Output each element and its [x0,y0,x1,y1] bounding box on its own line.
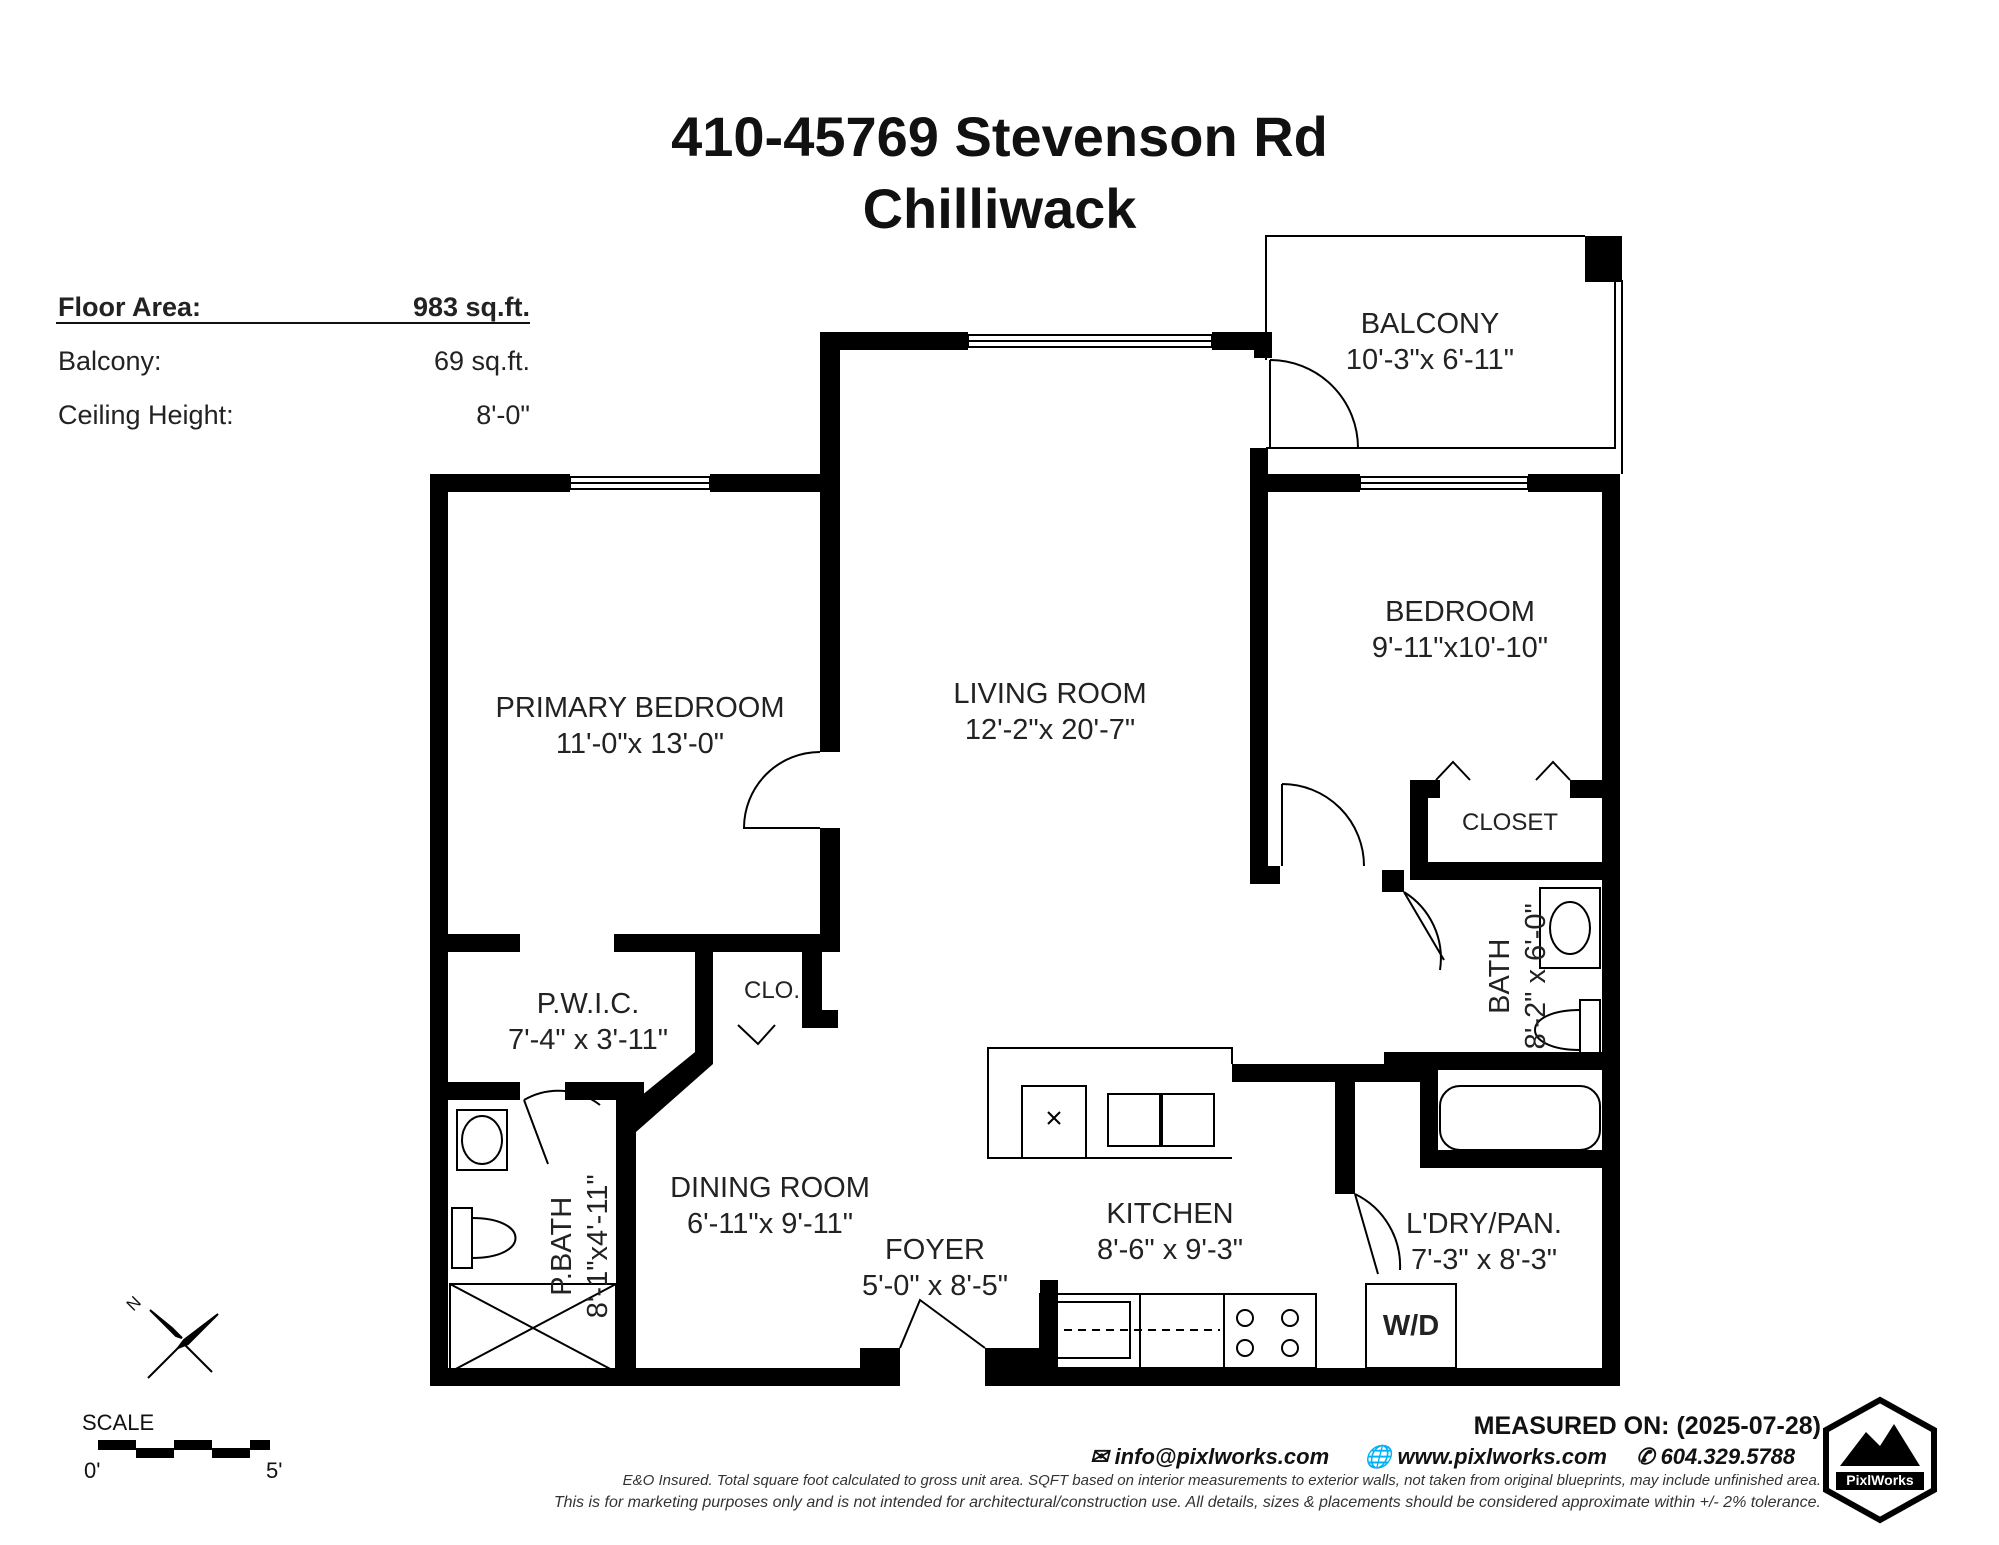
room-dining-name: DINING ROOM [670,1172,870,1204]
room-pbath-dims: 8'-1"x4'-11" [582,1174,614,1319]
room-laundry: L'DRY/PAN. 7'-3" x 8'-3" [1384,1206,1584,1279]
room-primary-bedroom-dims: 11'-0"x 13'-0" [555,728,725,761]
address-title: 410-45769 Stevenson Rd [671,105,1328,168]
phone-icon: ✆ [1636,1444,1655,1469]
room-laundry-dims: 7'-3" x 8'-3" [1410,1244,1558,1277]
balcony-column [1585,236,1622,282]
room-dining: DINING ROOM 6'-11"x 9'-11" [650,1170,890,1243]
pixlworks-logo [1823,1396,1937,1524]
scale-label: SCALE [82,1410,155,1435]
washer-dryer-label: W/D [1382,1310,1440,1342]
windows [569,334,1529,490]
balcony-outline [1265,235,1623,474]
website-text: www.pixlworks.com [1397,1444,1607,1469]
scale-end: 5' [266,1458,283,1483]
room-living: LIVING ROOM 12'-2"x 20'-7" [910,676,1190,749]
room-balcony-dims: 10'-3"x 6'-11" [1345,344,1515,377]
room-foyer-name: FOYER [885,1234,985,1266]
room-bedroom: BEDROOM 9'-11"x10'-10" [1340,594,1580,667]
balcony-area-value: 69 sq.ft. [433,346,530,376]
email-icon: ✉ [1090,1444,1109,1469]
kitchen-fixtures [987,1047,1457,1369]
room-foyer-dims: 5'-0" x 8'-5" [861,1270,1009,1303]
stats-underline [56,322,530,324]
floor-area-value: 983 sq.ft. [412,292,530,322]
room-bedroom-dims: 9'-11"x10'-10" [1371,632,1549,665]
room-living-dims: 12'-2"x 20'-7" [964,714,1136,747]
room-bath-name: BATH [1483,938,1516,1014]
room-laundry-name: L'DRY/PAN. [1406,1208,1562,1240]
bath-fixtures [449,887,1601,1373]
ceiling-height-label: Ceiling Height: [58,400,234,430]
room-pwic: P.W.I.C. 7'-4" x 3'-11" [488,986,688,1059]
walls [430,332,1620,1386]
contact-phone[interactable]: ✆ 604.329.5788 [1636,1444,1795,1470]
brand-label: PixlWorks [1846,1472,1914,1488]
phone-text: 604.329.5788 [1660,1444,1796,1469]
doors [523,359,1571,1349]
room-pwic-dims: 7'-4" x 3'-11" [507,1024,669,1057]
city-title: Chilliwack [862,177,1137,240]
contact-website[interactable]: 🌐 www.pixlworks.com [1364,1444,1607,1470]
scale-bar [98,1440,270,1458]
room-living-name: LIVING ROOM [953,678,1147,710]
email-text: info@pixlworks.com [1114,1444,1330,1469]
measured-on: MEASURED ON: (2025-07-28) [1473,1412,1821,1440]
room-balcony-name: BALCONY [1360,308,1500,340]
scale-start: 0' [84,1458,101,1483]
room-balcony: BALCONY 10'-3"x 6'-11" [1300,306,1560,379]
room-bedroom-name: BEDROOM [1385,596,1535,628]
globe-icon: 🌐 [1364,1444,1392,1469]
room-clo: CLO. [743,977,800,1004]
floor-area-label: Floor Area: [58,292,202,322]
room-pwic-name: P.W.I.C. [536,988,640,1020]
room-kitchen-dims: 8'-6" x 9'-3" [1096,1234,1244,1267]
room-foyer: FOYER 5'-0" x 8'-5" [850,1232,1020,1305]
room-primary-bedroom: PRIMARY BEDROOM 11'-0"x 13'-0" [470,690,810,763]
room-pbath-name: P.BATH [545,1196,578,1296]
contact-email[interactable]: ✉ info@pixlworks.com [1090,1444,1329,1470]
disclaimer-line-2: This is for marketing purposes only and … [553,1494,1821,1511]
room-bath: BATH 8'-2" x 6'-0" [1482,896,1555,1056]
compass [147,1309,219,1379]
room-primary-bedroom-name: PRIMARY BEDROOM [495,692,785,724]
room-bath-dims: 8'-2" x 6'-0" [1520,903,1552,1050]
room-dining-dims: 6'-11"x 9'-11" [687,1208,853,1241]
balcony-area-label: Balcony: [58,346,162,376]
disclaimer-line-1: E&O Insured. Total square foot calculate… [622,1472,1821,1489]
room-closet: CLOSET [1461,809,1559,836]
room-kitchen-name: KITCHEN [1106,1198,1234,1230]
room-pbath: P.BATH 8'-1"x4'-11" [544,1146,617,1346]
ceiling-height-value: 8'-0" [476,400,530,430]
room-kitchen: KITCHEN 8'-6" x 9'-3" [1060,1196,1280,1269]
